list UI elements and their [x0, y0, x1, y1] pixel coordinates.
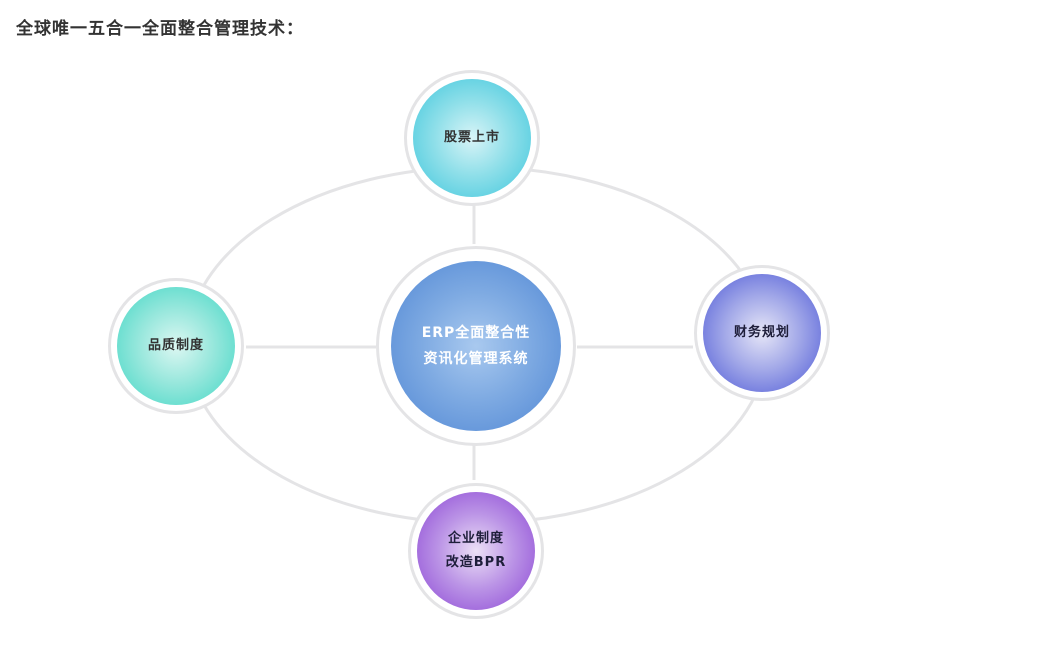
node-stock-listing: 股票上市 [404, 70, 540, 206]
node-enterprise-bpr-label-line1: 企业制度 [447, 531, 504, 546]
node-stock-listing-circle: 股票上市 [413, 79, 531, 197]
node-erp-system: ERP全面整合性 资讯化管理系统 [376, 246, 576, 446]
node-quality-system: 品质制度 [108, 278, 244, 414]
node-stock-listing-label: 股票上市 [443, 130, 500, 145]
node-enterprise-bpr-label-line2: 改造BPR [445, 555, 507, 570]
node-financial-planning-circle: 财务规划 [703, 274, 821, 392]
node-erp-system-label-line2: 资讯化管理系统 [423, 351, 529, 367]
node-financial-planning: 财务规划 [694, 265, 830, 401]
node-erp-system-circle: ERP全面整合性 资讯化管理系统 [391, 261, 561, 431]
node-erp-system-label-line1: ERP全面整合性 [421, 325, 531, 341]
node-quality-system-label: 品质制度 [147, 338, 204, 353]
node-enterprise-bpr-circle: 企业制度 改造BPR [417, 492, 535, 610]
node-quality-system-circle: 品质制度 [117, 287, 235, 405]
node-financial-planning-label: 财务规划 [733, 325, 790, 340]
page-title: 全球唯一五合一全面整合管理技术： [16, 19, 304, 39]
node-enterprise-bpr: 企业制度 改造BPR [408, 483, 544, 619]
